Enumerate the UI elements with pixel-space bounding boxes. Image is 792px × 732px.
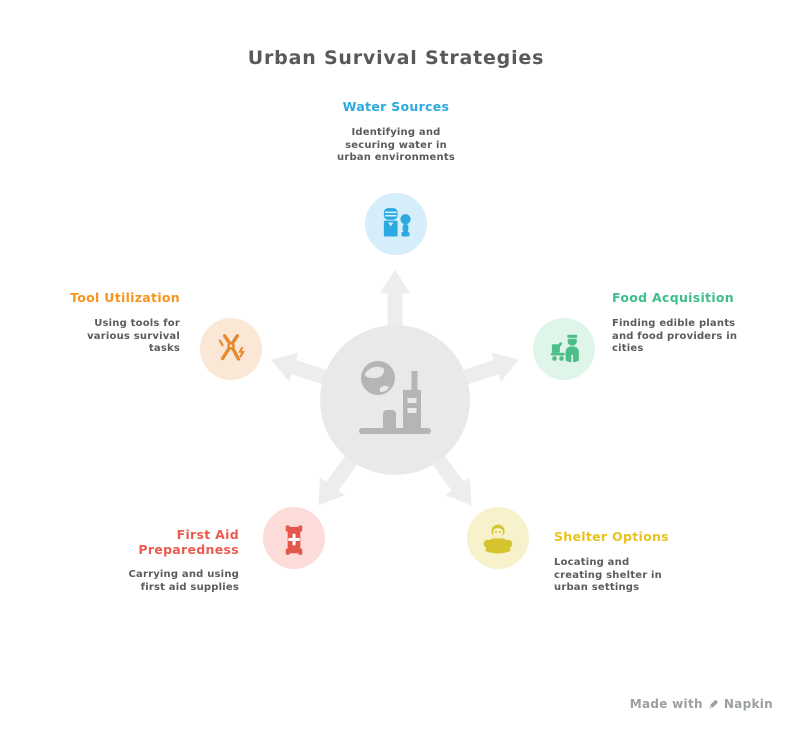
node-desc-food-acquisition: Finding edible plants and food providers… <box>612 318 738 354</box>
node-label-water-sources: Water Sources <box>342 99 450 114</box>
watermark-brand: Napkin <box>723 697 773 711</box>
pliers-icon <box>218 334 245 361</box>
node-label-shelter-options: Shelter Options <box>554 529 669 544</box>
diagram-title: Urban Survival Strategies <box>247 47 545 69</box>
first-aid-preparedness-text: First Aid Preparedness Carrying and usin… <box>69 527 239 594</box>
node-desc-shelter-options: Locating and creating shelter in urban s… <box>554 557 662 593</box>
water-sources-text: Water Sources Identifying and securing w… <box>296 99 496 165</box>
pen-icon <box>708 699 718 709</box>
shelter-options-text: Shelter Options Locating and creating sh… <box>554 529 694 595</box>
delivery-person-icon <box>550 334 579 363</box>
node-desc-first-aid: Carrying and using first aid supplies <box>128 569 239 593</box>
center-hub-circle <box>320 325 470 475</box>
sheltered-person-icon <box>483 524 513 554</box>
node-label-food-acquisition: Food Acquisition <box>612 290 734 305</box>
watermark-prefix: Made with <box>629 697 703 711</box>
tool-utilization-text: Tool Utilization Using tools for various… <box>20 290 180 356</box>
node-desc-water-sources: Identifying and securing water in urban … <box>337 127 455 163</box>
watermark-link[interactable]: Made with Napkin <box>630 697 773 711</box>
water-sources-node <box>365 193 427 255</box>
node-label-first-aid: First Aid Preparedness <box>138 527 239 557</box>
node-label-tool-utilization: Tool Utilization <box>70 290 180 305</box>
shelter-options-node <box>467 507 529 569</box>
food-acquisition-text: Food Acquisition Finding edible plants a… <box>612 290 772 356</box>
water-dispenser-icon <box>383 208 411 237</box>
hub-and-arrows <box>267 265 523 510</box>
first-aid-kit-icon <box>285 525 303 555</box>
first-aid-preparedness-node <box>263 507 325 569</box>
tool-utilization-node <box>200 318 262 380</box>
food-acquisition-node <box>533 318 595 380</box>
node-desc-tool-utilization: Using tools for various survival tasks <box>87 318 180 354</box>
